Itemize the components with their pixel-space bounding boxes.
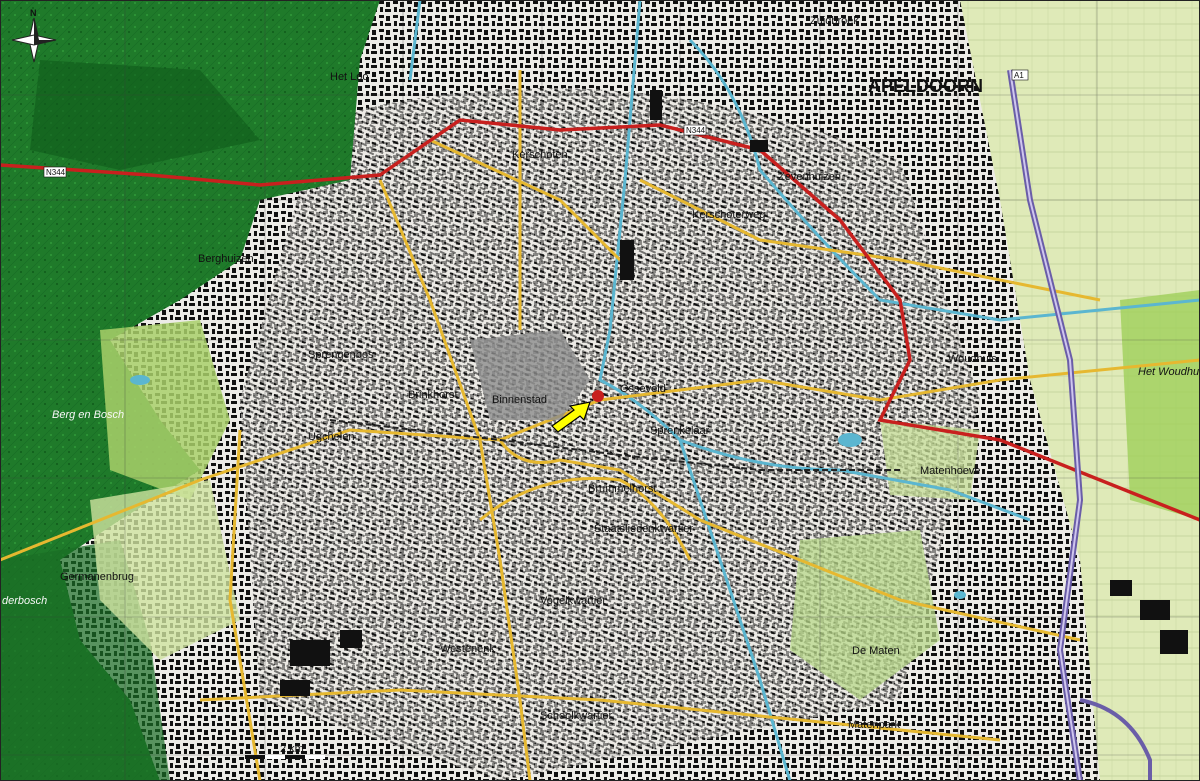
city-center-core [470, 330, 590, 420]
forest-label-3: derbosch [2, 595, 47, 607]
district-label: Sprengenbos [308, 349, 374, 361]
district-labels: Binnenstad Zevenhuizen Kerschoten Osseve… [60, 15, 997, 731]
scale-bar: 2 km [245, 743, 325, 759]
location-poi-icon [592, 390, 604, 402]
park-east [880, 420, 980, 500]
district-label: Brummelhorst [588, 483, 656, 495]
district-label: Vogelkwartier [540, 595, 606, 607]
district-label: Het Loo [330, 71, 369, 83]
district-label: Woudhuis [948, 353, 997, 365]
scale-label: 2 km [280, 743, 304, 755]
district-label: Germanenbrug [60, 571, 134, 583]
park-het-woudhuis [1120, 290, 1200, 520]
district-label: Ugchelen [308, 431, 354, 443]
north-arrow-icon: N [11, 8, 57, 63]
district-label: Zevenhuizen [778, 171, 841, 183]
secondary-roads [0, 70, 1200, 781]
district-label: Binnenstad [492, 394, 547, 406]
district-label: Kerschoterweg [692, 209, 765, 221]
forest-label-1: Berg en Bosch [52, 409, 124, 421]
highway-a1 [1007, 69, 1152, 781]
road-label-a1: A1 [1014, 71, 1024, 80]
meadow-area [960, 0, 1200, 781]
road-label-n344-east: N344 [686, 126, 706, 135]
main-roads [0, 118, 1200, 522]
forest-area [0, 0, 380, 781]
railway [329, 419, 900, 471]
district-label: Berghuizen [198, 253, 254, 265]
district-label: Brinkhorst [408, 389, 458, 401]
canals [408, 0, 1200, 781]
industrial-buildings [280, 90, 1188, 696]
district-label: Osseveld [620, 383, 666, 395]
district-label: Sprenkelaar [650, 425, 710, 437]
district-label: Kerschoten [512, 149, 568, 161]
district-label: Matenhoeve [920, 465, 981, 477]
city-label: APELDOORN [868, 76, 983, 96]
district-label: Schoolkwartier [540, 710, 612, 722]
dense-forest [30, 60, 260, 170]
district-label: Matenpark [848, 719, 900, 731]
forest-label-2: Het Woudhuis [1138, 366, 1200, 378]
road-label-n344-west: N344 [46, 168, 66, 177]
north-arrow-label: N [30, 8, 37, 18]
location-marker-arrow[interactable] [551, 401, 591, 433]
district-label: Zuidbroek [810, 15, 859, 27]
ponds [130, 375, 966, 599]
park-southwest [90, 480, 240, 660]
district-label: De Maten [852, 645, 900, 657]
district-label: Staatsliedenkwartier [594, 523, 693, 535]
road-labels: N344 N344 A1 [43, 69, 1029, 178]
park-berg-en-bosch [100, 320, 230, 500]
district-label: Westenenk [440, 643, 495, 655]
